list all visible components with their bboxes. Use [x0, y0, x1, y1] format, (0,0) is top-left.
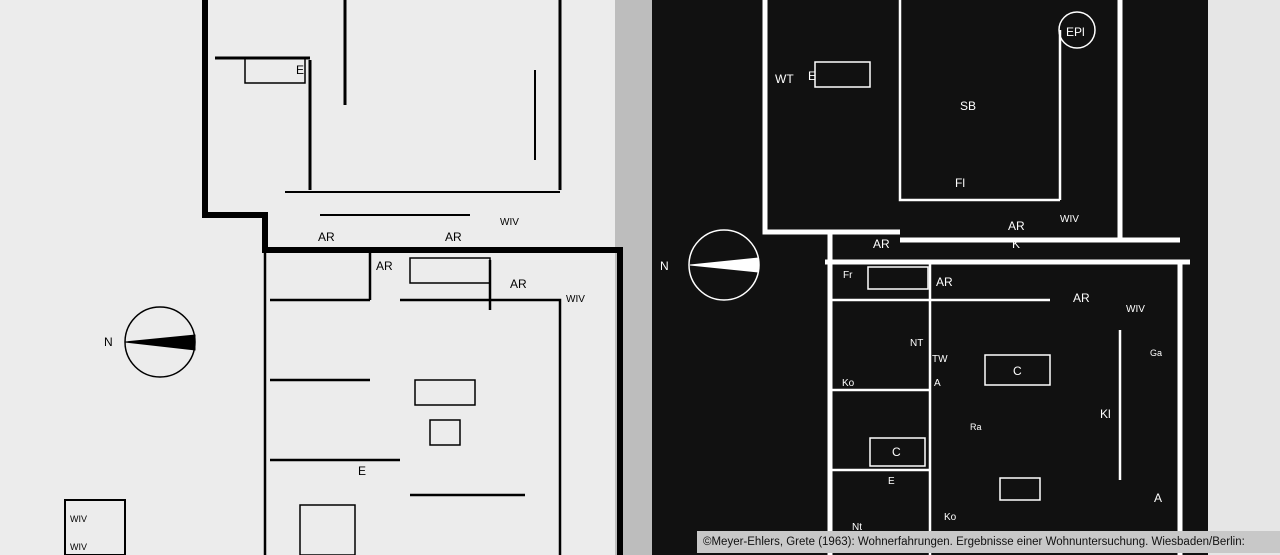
plan-label: Fr: [843, 270, 853, 281]
plan-label: WIV: [500, 217, 519, 228]
plan-label: Kl: [1100, 407, 1111, 421]
plan-label: Ra: [970, 422, 982, 432]
plan-label: E: [808, 69, 816, 83]
plan-label: C: [892, 445, 901, 459]
plan-label: A: [1154, 491, 1162, 505]
plan-label: A: [934, 378, 941, 389]
plan-label: WIV: [566, 294, 585, 305]
plan-label: AR: [1073, 291, 1090, 305]
plan-label: C: [1013, 364, 1022, 378]
plan-label: AR: [1008, 219, 1025, 233]
plan-label: E: [358, 464, 366, 478]
plan-label: Ko: [944, 512, 957, 523]
plan-label: TW: [932, 354, 948, 365]
plan-label: AR: [318, 230, 335, 244]
plan-label: WIV: [1060, 214, 1079, 225]
plan-label: AR: [873, 237, 890, 251]
right-floor-plan: [688, 0, 1190, 555]
plan-label: AR: [445, 230, 462, 244]
plan-label: E: [888, 476, 895, 487]
north-label: N: [660, 259, 669, 273]
plan-label: WIV: [70, 514, 87, 524]
left-page: [0, 0, 640, 555]
plan-label: EPl: [1066, 25, 1085, 39]
plan-label: AR: [936, 275, 953, 289]
plan-label: WIV: [1126, 304, 1145, 315]
plan-label: AR: [510, 277, 527, 291]
north-label: N: [104, 335, 113, 349]
left-floor-plan: [64, 0, 623, 555]
copyright-caption: ©Meyer-Ehlers, Grete (1963): Wohnerfahru…: [697, 531, 1280, 553]
plan-label: E: [296, 63, 304, 77]
plan-label: SB: [960, 99, 976, 113]
plan-label: AR: [376, 259, 393, 273]
plan-label: NT: [910, 338, 923, 349]
plan-label: Fl: [955, 176, 965, 190]
plan-label: WIV: [70, 542, 87, 552]
plan-label: K: [1012, 237, 1020, 251]
plan-label: Ko: [842, 378, 855, 389]
right-page-margin: [1208, 0, 1280, 555]
plan-label: WT: [775, 72, 794, 86]
plan-label: Ga: [1150, 348, 1162, 358]
plan-label: Nt: [852, 522, 862, 533]
